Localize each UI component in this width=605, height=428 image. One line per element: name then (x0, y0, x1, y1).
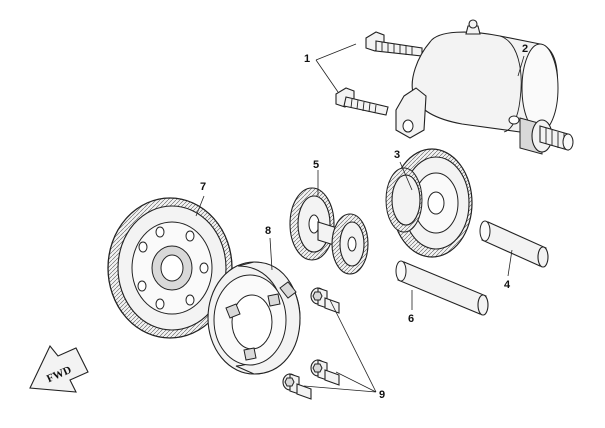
one-way-clutch (207, 261, 301, 375)
callout-6: 6 (408, 313, 414, 325)
callout-9: 9 (379, 389, 385, 401)
bolt-upper (365, 31, 423, 57)
callout-2: 2 (522, 43, 528, 55)
pin-upper (479, 220, 549, 268)
starter-motor (395, 19, 574, 155)
screw-lower (282, 373, 312, 400)
leader-lines (195, 43, 525, 393)
bolt-lower (335, 87, 389, 116)
callout-7: 7 (200, 181, 206, 193)
pin-lower (395, 260, 489, 316)
forward-arrow-icon: FWD (29, 344, 89, 393)
callout-3: 3 (394, 149, 400, 161)
callout-8: 8 (265, 225, 271, 237)
screw-upper (310, 287, 340, 314)
screw-middle (310, 359, 340, 386)
callout-4: 4 (504, 279, 511, 291)
idler-gear (289, 187, 369, 275)
starter-driven-gear (107, 197, 233, 339)
callout-1: 1 (304, 53, 310, 65)
callout-5: 5 (313, 159, 319, 171)
reduction-gear (385, 148, 473, 258)
